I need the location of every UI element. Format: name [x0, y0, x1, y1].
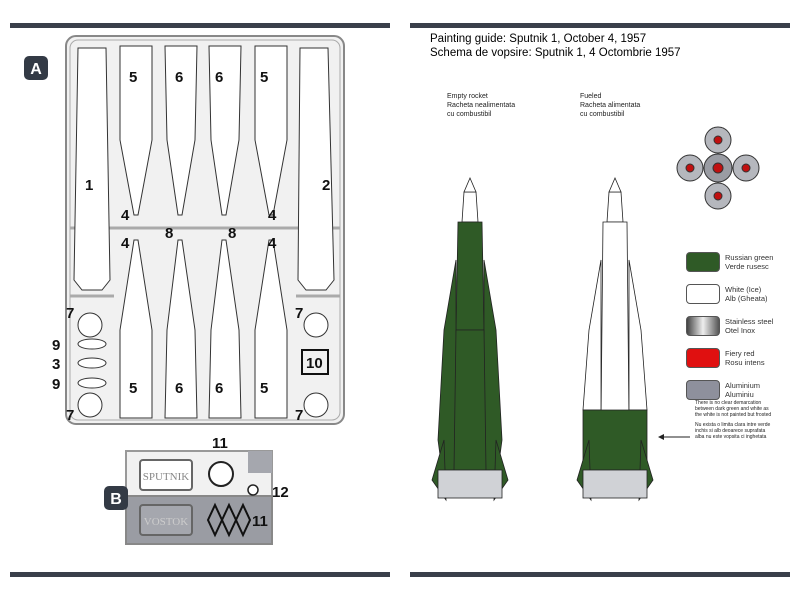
rocket-fueled — [576, 176, 654, 502]
part-number-label: 5 — [260, 380, 268, 397]
part-7 — [77, 312, 103, 338]
diagram-shape — [139, 459, 193, 491]
part-3 — [77, 357, 107, 369]
part-number-label: 11 — [212, 435, 228, 452]
top-rule-right — [410, 23, 790, 28]
part-2-core-stage — [297, 47, 335, 291]
part-number-label: 10 — [306, 355, 323, 372]
part-7 — [303, 312, 329, 338]
diagram-shape — [461, 191, 479, 223]
diagram-shape — [713, 135, 723, 145]
diagram-shape — [483, 259, 503, 471]
part-number-label: 12 — [272, 484, 289, 501]
part-number-label: 7 — [295, 407, 303, 424]
part-9 — [77, 338, 107, 350]
booster-6-lower-right — [208, 239, 242, 419]
diagram-shape — [582, 409, 648, 471]
demarcation-note: There is no clear demarcation between da… — [695, 400, 772, 440]
booster-6-upper-right — [208, 45, 242, 216]
rocket-empty — [431, 176, 509, 502]
sprue-b: SPUTNIK VOSTOK B — [104, 450, 273, 545]
diagram-shape — [600, 221, 630, 421]
diagram-shape — [712, 162, 724, 174]
part-number-label: 9 — [52, 337, 60, 354]
diagram-shape — [24, 56, 48, 80]
booster-5-upper-right — [254, 45, 288, 216]
part-11-dish — [208, 461, 234, 487]
part-12 — [247, 484, 259, 496]
part-number-label: 11 — [252, 513, 268, 530]
diagram-shape — [453, 329, 487, 471]
booster-6-lower-left — [164, 239, 198, 419]
part-number-label: 2 — [322, 177, 330, 194]
diagram-shape — [248, 451, 272, 473]
part-number-label: 7 — [66, 305, 74, 322]
part-number-label: 5 — [129, 69, 137, 86]
diagram-shape — [658, 434, 664, 440]
part-number-label: SPUTNIK — [143, 471, 190, 483]
part-number-label: 5 — [129, 380, 137, 397]
diagram-shape — [463, 176, 477, 193]
bottom-rule-left — [10, 572, 390, 577]
part-number-label: 6 — [215, 380, 223, 397]
part-number-label: VOSTOK — [144, 516, 188, 528]
part-number-label: 4 — [121, 207, 130, 224]
part-number-label: A — [30, 61, 42, 78]
part-number-label: 9 — [52, 376, 60, 393]
diagram-shape — [582, 259, 602, 411]
diagram-shape — [104, 486, 128, 510]
booster-5-lower-left — [119, 239, 153, 419]
booster-5-lower-right — [254, 239, 288, 419]
diagram-shape — [606, 191, 624, 223]
part-number-label: 6 — [175, 380, 183, 397]
diagram-shape — [713, 191, 723, 201]
part-number-label: 6 — [215, 69, 223, 86]
part-number-label: B — [110, 491, 122, 508]
top-rule-left — [10, 23, 390, 28]
part-11-mesh — [206, 502, 252, 538]
part-number-label: 6 — [175, 69, 183, 86]
painting-guide-title: Painting guide: Sputnik 1, October 4, 19… — [430, 33, 681, 59]
rocket-top-view — [676, 126, 760, 210]
diagram-shape — [437, 469, 503, 499]
diagram-shape — [608, 176, 622, 193]
part-7 — [77, 392, 103, 418]
diagram-shape — [69, 39, 341, 421]
part-7 — [303, 392, 329, 418]
diagram-shape — [582, 469, 648, 499]
part-10 — [301, 349, 329, 375]
part-number-label: 7 — [295, 305, 303, 322]
label-a-badge: A — [24, 56, 48, 80]
bottom-rule-right — [410, 572, 790, 577]
part-number-label: 4 — [121, 235, 130, 252]
part-number-label: 7 — [66, 407, 74, 424]
part-number-label: 8 — [165, 225, 173, 242]
part-number-label: 4 — [268, 235, 277, 252]
diagram-shape — [139, 504, 193, 536]
diagram-shape — [628, 259, 648, 411]
part-number-label: 8 — [228, 225, 236, 242]
part-number-label: 3 — [52, 356, 60, 373]
diagram-shape — [685, 163, 695, 173]
legend-item-white: White (Ice)Alb (Gheata) — [686, 282, 773, 306]
part-number-label: 4 — [268, 207, 277, 224]
part-number-label: 5 — [260, 69, 268, 86]
booster-5-upper-left — [119, 45, 153, 216]
diagram-shape — [437, 259, 457, 471]
part-9 — [77, 377, 107, 389]
part-number-label: 1 — [85, 177, 93, 194]
diagram-shape — [741, 163, 751, 173]
part-1-core-stage — [73, 47, 111, 291]
diagram-shape — [455, 221, 485, 331]
booster-6-upper-left — [164, 45, 198, 216]
